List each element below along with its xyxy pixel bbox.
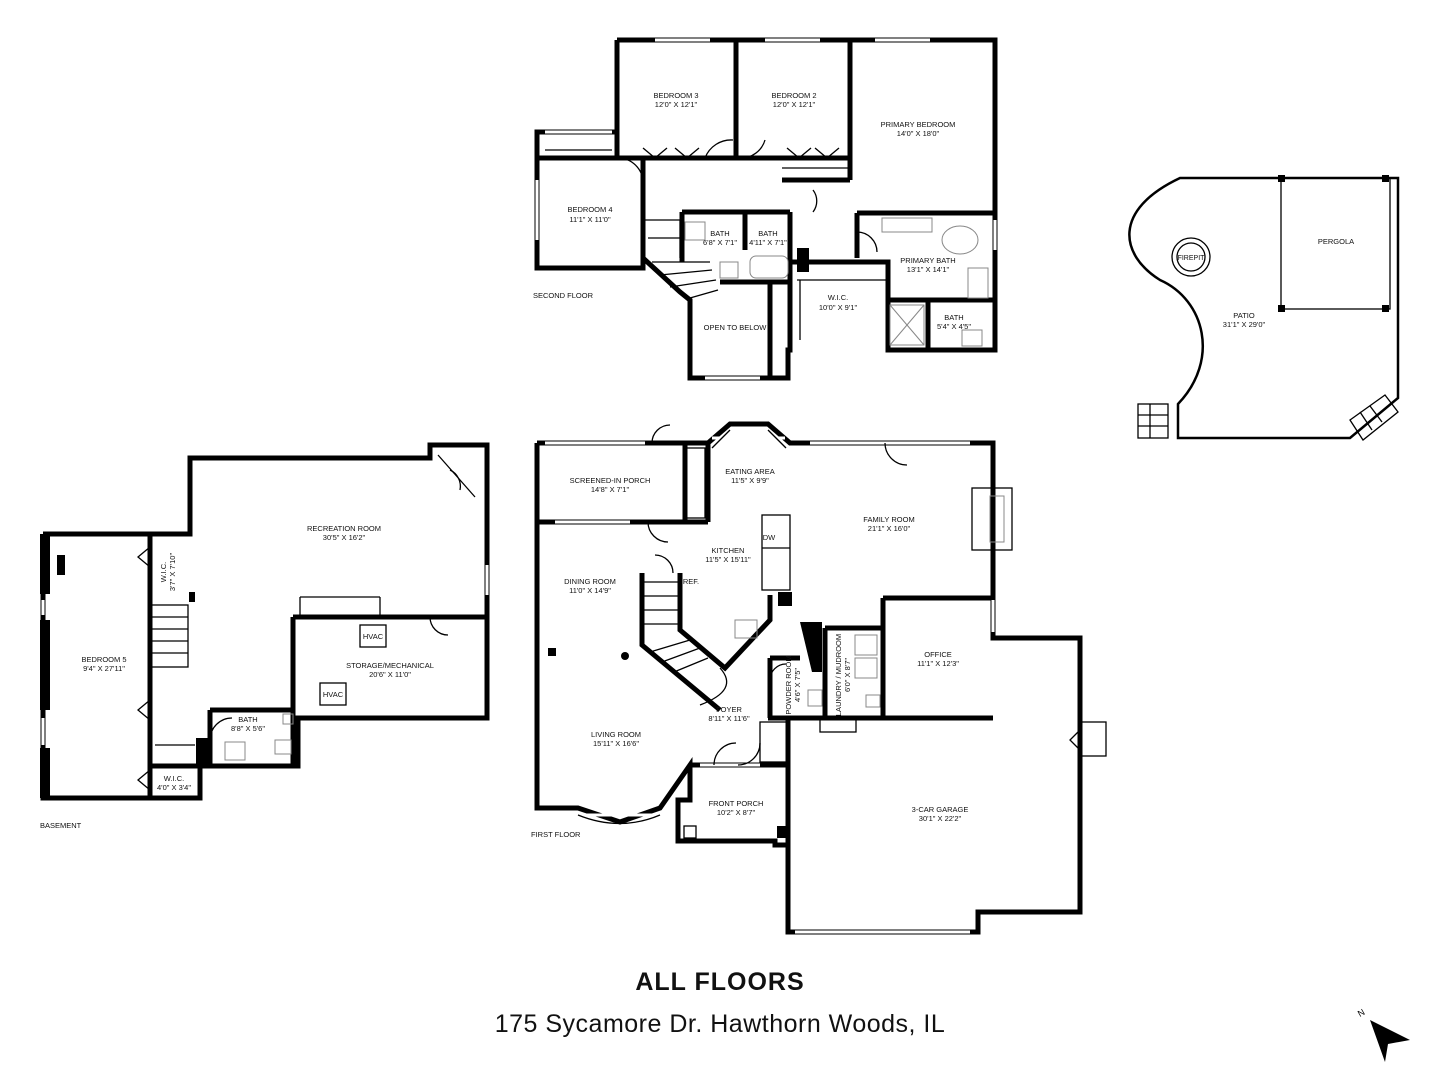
second-floor-plan bbox=[534, 37, 998, 381]
room-front-porch-name: FRONT PORCH bbox=[709, 799, 764, 808]
room-powder-room-dim: 4'6" X 7'5" bbox=[793, 668, 802, 702]
room-wic-2f-name: W.I.C. bbox=[828, 293, 848, 302]
floor-label-basement: BASEMENT bbox=[40, 821, 82, 830]
room-bath-bsmt-name: BATH bbox=[238, 715, 257, 724]
room-front-porch-dim: 10'2" X 8'7" bbox=[717, 808, 756, 817]
room-bedroom2-name: BEDROOM 2 bbox=[771, 91, 816, 100]
patio-plan bbox=[1128, 175, 1400, 441]
room-bedroom2-dim: 12'0" X 12'1" bbox=[773, 100, 816, 109]
room-recreation-room-dim: 30'5" X 16'2" bbox=[323, 533, 366, 542]
room-wic-bsmt-a-dim: 3'7" X 7'10" bbox=[168, 553, 177, 592]
room-bath-bsmt-dim: 8'8" X 5'6" bbox=[231, 724, 265, 733]
room-garage-name: 3-CAR GARAGE bbox=[912, 805, 969, 814]
room-bedroom3-dim: 12'0" X 12'1" bbox=[655, 100, 698, 109]
room-patio-name: PATIO bbox=[1233, 311, 1255, 320]
room-storage-name: STORAGE/MECHANICAL bbox=[346, 661, 434, 670]
room-bath-c-dim: 5'4" X 4'5" bbox=[937, 322, 971, 331]
appliance-hvac-2-label: HVAC bbox=[323, 690, 344, 699]
room-garage-dim: 30'1" X 22'2" bbox=[919, 814, 962, 823]
room-eating-area-dim: 11'5" X 9'9" bbox=[731, 476, 769, 485]
room-dining-room-name: DINING ROOM bbox=[564, 577, 616, 586]
page-title: ALL FLOORS bbox=[635, 968, 805, 996]
room-living-room-name: LIVING ROOM bbox=[591, 730, 641, 739]
compass-north-label: N bbox=[1356, 1007, 1367, 1019]
room-kitchen-dim: 11'5" X 15'11" bbox=[705, 555, 751, 564]
room-eating-area-name: EATING AREA bbox=[725, 467, 774, 476]
room-storage-dim: 20'6" X 11'0" bbox=[369, 670, 411, 679]
appliance-dw-label: DW bbox=[763, 533, 776, 542]
room-primary-bedroom-name: PRIMARY BEDROOM bbox=[881, 120, 956, 129]
room-firepit-name: FIREPIT bbox=[1178, 255, 1206, 262]
room-foyer-dim: 8'11" X 11'6" bbox=[708, 714, 750, 723]
room-bath-a-name: BATH bbox=[710, 229, 729, 238]
room-primary-bath-name: PRIMARY BATH bbox=[900, 256, 955, 265]
basement-plan bbox=[40, 442, 490, 801]
property-address: 175 Sycamore Dr. Hawthorn Woods, IL bbox=[494, 1010, 946, 1038]
room-bath-b-name: BATH bbox=[758, 229, 777, 238]
room-screened-porch-name: SCREENED-IN PORCH bbox=[570, 476, 651, 485]
room-bedroom3-name: BEDROOM 3 bbox=[653, 91, 698, 100]
room-kitchen-name: KITCHEN bbox=[712, 546, 745, 555]
room-bedroom4-dim: 11'1" X 11'0" bbox=[569, 215, 611, 224]
room-foyer-name: FOYER bbox=[716, 705, 742, 714]
room-bedroom5-dim: 9'4" X 27'11" bbox=[83, 664, 125, 673]
room-wic-bsmt-b-name: W.I.C. bbox=[164, 774, 184, 783]
room-primary-bath-dim: 13'1" X 14'1" bbox=[907, 265, 950, 274]
first-floor-plan bbox=[534, 421, 1107, 935]
room-wic-bsmt-b-dim: 4'0" X 3'4" bbox=[157, 783, 191, 792]
room-screened-porch-dim: 14'8" X 7'1" bbox=[591, 485, 630, 494]
room-pergola-name: PERGOLA bbox=[1318, 237, 1354, 246]
room-bath-c-name: BATH bbox=[944, 313, 963, 322]
room-bath-b-dim: 4'11" X 7'1" bbox=[749, 238, 787, 247]
compass-icon: N bbox=[1356, 1007, 1410, 1062]
room-patio-dim: 31'1" X 29'0" bbox=[1223, 320, 1266, 329]
room-living-room-dim: 15'11" X 16'6" bbox=[593, 739, 639, 748]
floor-label-first: FIRST FLOOR bbox=[531, 830, 581, 839]
room-labels: BEDROOM 3 12'0" X 12'1" BEDROOM 2 12'0" … bbox=[40, 91, 1354, 839]
room-bedroom5-name: BEDROOM 5 bbox=[81, 655, 126, 664]
room-bath-a-dim: 6'8" X 7'1" bbox=[703, 238, 737, 247]
room-open-to-below-name: OPEN TO BELOW bbox=[704, 323, 768, 332]
appliance-ref-label: REF. bbox=[683, 577, 699, 586]
appliance-hvac-1-label: HVAC bbox=[363, 632, 384, 641]
room-powder-room-name: POWDER ROOM bbox=[784, 655, 793, 714]
room-office-name: OFFICE bbox=[924, 650, 952, 659]
room-office-dim: 11'1" X 12'3" bbox=[917, 659, 959, 668]
room-family-room-dim: 21'1" X 16'0" bbox=[868, 524, 911, 533]
room-wic-2f-dim: 10'0" X 9'1" bbox=[819, 303, 858, 312]
room-laundry-dim: 6'0" X 8'7" bbox=[843, 658, 852, 692]
room-primary-bedroom-dim: 14'0" X 18'0" bbox=[897, 129, 940, 138]
room-recreation-room-name: RECREATION ROOM bbox=[307, 524, 381, 533]
room-family-room-name: FAMILY ROOM bbox=[863, 515, 914, 524]
room-wic-bsmt-a-name: W.I.C. bbox=[159, 562, 168, 582]
room-dining-room-dim: 11'0" X 14'9" bbox=[569, 586, 611, 595]
room-bedroom4-name: BEDROOM 4 bbox=[567, 205, 612, 214]
floor-label-second: SECOND FLOOR bbox=[533, 291, 594, 300]
room-laundry-name: LAUNDRY / MUDROOM bbox=[834, 634, 843, 716]
